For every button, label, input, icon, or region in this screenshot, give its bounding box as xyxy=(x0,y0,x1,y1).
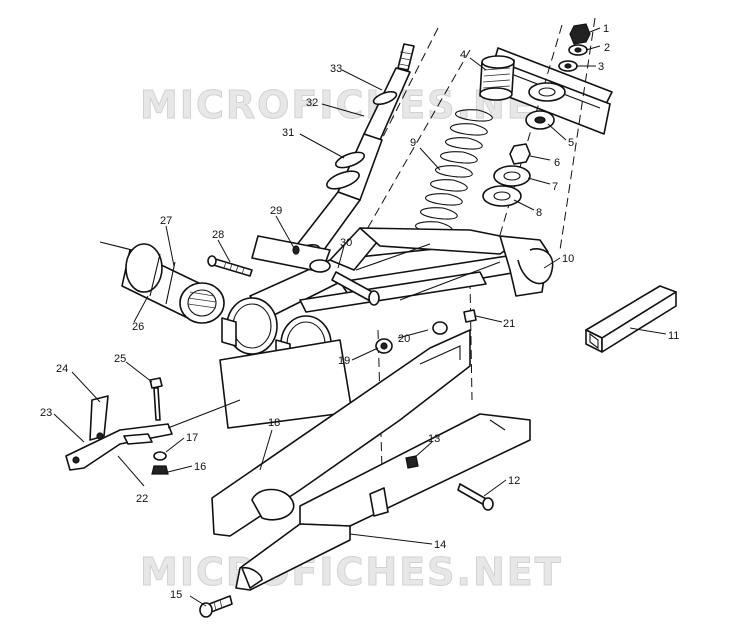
lower-rail xyxy=(235,413,531,591)
callout-1: 1 xyxy=(603,23,609,35)
callout-31: 31 xyxy=(282,127,294,139)
small-hardware xyxy=(375,309,477,354)
mounting-bracket xyxy=(65,395,241,471)
front-bolt xyxy=(199,595,233,618)
callout-4: 4 xyxy=(460,49,466,61)
callout-numbers: 1 2 3 4 5 6 7 8 9 10 11 12 13 14 15 16 1… xyxy=(40,23,679,601)
callout-8: 8 xyxy=(536,207,542,219)
callout-29: 29 xyxy=(270,205,282,217)
pivot-tube xyxy=(99,241,225,324)
callout-18: 18 xyxy=(268,417,280,429)
watermark-bottom: MICROFICHES.NET xyxy=(140,550,563,594)
hardware-stack xyxy=(482,23,591,207)
coil-spring xyxy=(415,109,493,234)
callout-12: 12 xyxy=(508,475,520,487)
rail-bolt xyxy=(457,483,494,511)
callout-33: 33 xyxy=(330,63,342,75)
callout-5: 5 xyxy=(568,137,574,149)
callout-26: 26 xyxy=(132,321,144,333)
chaincase-cover xyxy=(211,329,471,537)
pivot-bolt xyxy=(207,255,253,277)
shock-absorber-rod xyxy=(293,43,415,260)
callout-20: 20 xyxy=(398,333,410,345)
bracket-washer xyxy=(151,451,169,475)
callout-23: 23 xyxy=(40,407,52,419)
callout-6: 6 xyxy=(554,157,560,169)
callout-28: 28 xyxy=(212,229,224,241)
callout-15: 15 xyxy=(170,589,182,601)
callout-3: 3 xyxy=(598,61,604,73)
callout-24: 24 xyxy=(56,363,68,375)
cross-shaft xyxy=(331,271,380,306)
callout-7: 7 xyxy=(552,181,558,193)
callout-22: 22 xyxy=(136,493,148,505)
callout-17: 17 xyxy=(186,432,198,444)
callout-11: 11 xyxy=(668,330,679,342)
callout-leader-lines xyxy=(53,27,667,607)
rail-nut xyxy=(405,455,419,469)
callout-30: 30 xyxy=(340,237,352,249)
callout-32: 32 xyxy=(306,97,318,109)
callout-10: 10 xyxy=(562,253,574,265)
callout-14: 14 xyxy=(434,539,446,551)
square-tube xyxy=(585,285,677,353)
callout-13: 13 xyxy=(428,433,440,445)
callout-27: 27 xyxy=(160,215,172,227)
bracket-bolt xyxy=(149,377,163,421)
callout-21: 21 xyxy=(503,318,515,330)
shock-mount-plate xyxy=(251,235,331,273)
spring-seat-top xyxy=(479,55,515,101)
swing-arm-frame xyxy=(249,227,531,319)
callout-25: 25 xyxy=(114,353,126,365)
callout-19: 19 xyxy=(338,355,350,367)
callout-2: 2 xyxy=(604,42,610,54)
callout-16: 16 xyxy=(194,461,206,473)
rear-yoke xyxy=(499,235,554,297)
callout-9: 9 xyxy=(410,137,416,149)
